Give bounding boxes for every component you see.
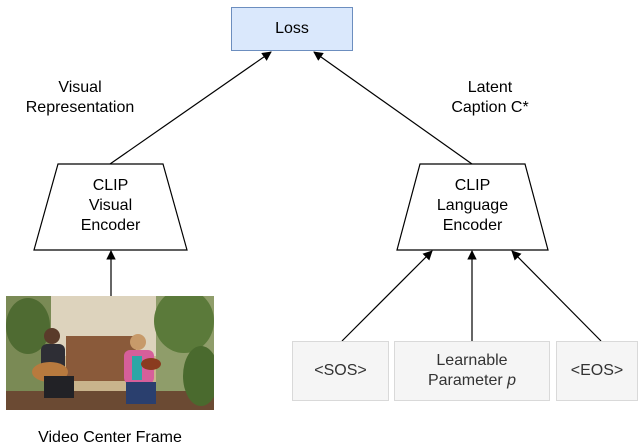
clip-language-encoder-shape — [396, 163, 549, 251]
learnable-parameter-text: Learnable Parameter — [427, 352, 508, 389]
loss-label: Loss — [275, 20, 309, 37]
learnable-parameter-label: Learnable Parameter p — [428, 351, 516, 391]
loss-box: Loss — [231, 7, 353, 51]
arrow-sos-to-language-encoder — [341, 250, 433, 342]
video-frame-illustration — [6, 296, 214, 410]
eos-token-box: <EOS> — [556, 341, 638, 401]
learnable-parameter-variable: p — [507, 372, 517, 389]
clip-language-encoder-label: CLIP Language Encoder — [436, 177, 509, 234]
clip-visual-encoder-label: CLIP Visual Encoder — [80, 177, 141, 234]
learnable-parameter-box: Learnable Parameter p — [394, 341, 550, 401]
video-center-frame-caption: Video Center Frame — [38, 429, 182, 446]
eos-token-label: <EOS> — [570, 362, 624, 379]
sos-token-label: <SOS> — [314, 362, 367, 379]
arrow-language-to-loss — [313, 51, 473, 165]
latent-caption-label: Latent Caption C* — [451, 79, 529, 116]
sos-token-box: <SOS> — [292, 341, 389, 401]
clip-visual-encoder-shape — [33, 163, 188, 251]
video-center-frame-image — [6, 296, 214, 410]
visual-representation-label: Visual Representation — [25, 79, 135, 116]
arrow-visual-to-loss — [109, 51, 272, 165]
arrow-eos-to-language-encoder — [511, 250, 602, 342]
